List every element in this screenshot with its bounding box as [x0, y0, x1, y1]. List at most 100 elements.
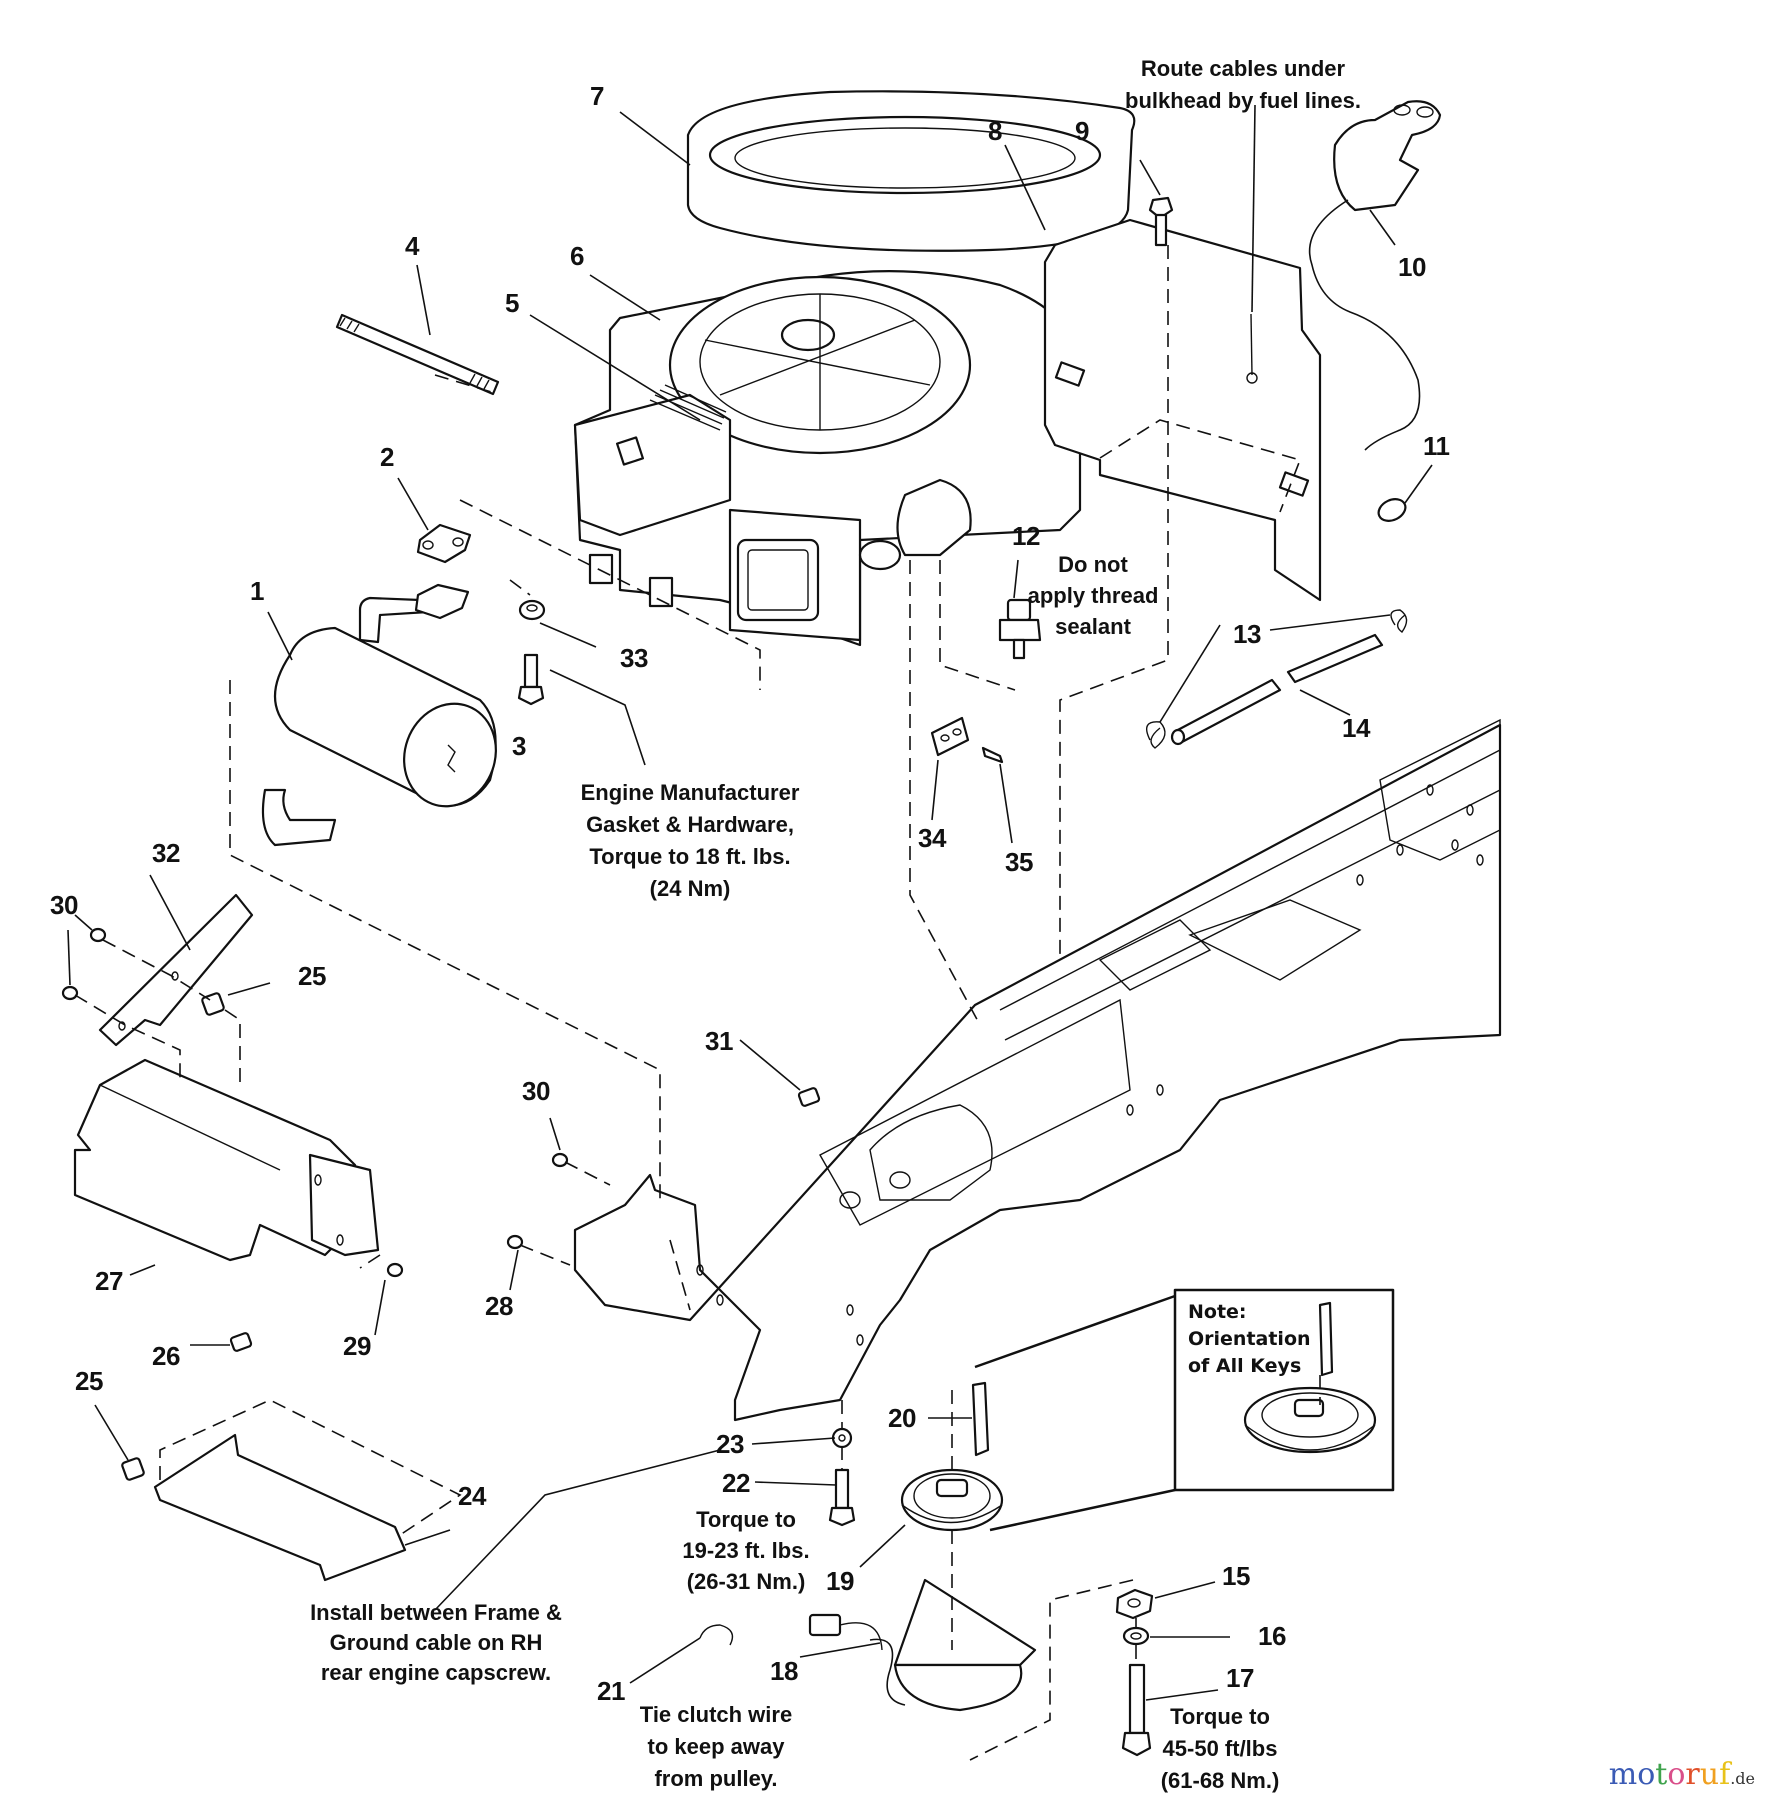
- callout-16: 16: [1258, 1621, 1286, 1651]
- hex-nut-part: [1115, 1588, 1154, 1620]
- bolt-part: [517, 653, 545, 706]
- svg-text:Install between Frame &: Install between Frame &: [310, 1600, 562, 1625]
- watermark-letter: o: [1667, 1757, 1686, 1792]
- fuel-line-part: [1146, 609, 1408, 749]
- watermark-letter: f: [1719, 1757, 1731, 1792]
- watermark-letter: u: [1699, 1757, 1720, 1792]
- note-engine-hardware: Engine Manufacturer Gasket & Hardware, T…: [581, 780, 800, 901]
- callout-31: 31: [705, 1026, 733, 1056]
- speed-nut-part: [121, 992, 821, 1481]
- svg-text:Torque to: Torque to: [696, 1507, 796, 1532]
- callout-24: 24: [458, 1481, 487, 1511]
- assembly-dashed-lines: [74, 245, 1321, 1761]
- flat-washer-part: [1122, 1626, 1150, 1646]
- svg-text:apply thread: apply thread: [1028, 583, 1159, 608]
- svg-text:Gasket & Hardware,: Gasket & Hardware,: [586, 812, 794, 837]
- svg-text:Do not: Do not: [1058, 552, 1128, 577]
- callout-25-top: 25: [298, 961, 326, 991]
- svg-text:(61-68 Nm.): (61-68 Nm.): [1161, 1768, 1280, 1793]
- svg-text:(26-31 Nm.): (26-31 Nm.): [687, 1569, 806, 1594]
- note-ground-cable: Install between Frame & Ground cable on …: [310, 1600, 562, 1685]
- gasket-part: [416, 523, 472, 564]
- svg-text:Tie clutch wire: Tie clutch wire: [640, 1702, 792, 1727]
- screw-part: [981, 746, 1004, 764]
- note-torque-22: Torque to 19-23 ft. lbs. (26-31 Nm.): [682, 1507, 809, 1594]
- note-keys-orientation: Note: Orientation of All Keys: [1188, 1301, 1311, 1377]
- callout-21: 21: [597, 1676, 625, 1706]
- lower-shield-part: [153, 1433, 407, 1582]
- callout-22: 22: [722, 1468, 750, 1498]
- svg-text:Route cables under: Route cables under: [1141, 56, 1346, 81]
- clutch-bolt-part: [828, 1468, 856, 1527]
- note-route-cables: Route cables under bulkhead by fuel line…: [1125, 56, 1361, 113]
- callout-5: 5: [505, 288, 519, 318]
- callout-9: 9: [1075, 116, 1089, 146]
- stud-part: [335, 313, 500, 396]
- bulkhead-part: [1043, 218, 1322, 602]
- watermark-letter: m: [1608, 1757, 1638, 1792]
- callout-20: 20: [888, 1403, 916, 1433]
- callout-28: 28: [485, 1291, 513, 1321]
- callout-10: 10: [1398, 252, 1426, 282]
- watermark-tld: .de: [1730, 1769, 1755, 1788]
- callout-3: 3: [512, 731, 526, 761]
- sensor-switch-part: [998, 598, 1042, 660]
- svg-text:Orientation: Orientation: [1188, 1328, 1311, 1350]
- svg-text:bulkhead by fuel lines.: bulkhead by fuel lines.: [1125, 88, 1361, 113]
- callout-4: 4: [405, 231, 420, 261]
- bracket-part: [98, 893, 254, 1047]
- callout-numbers: 1 2 3 4 5 6 7 8 9 10 11 12 13 14 15 16 1…: [50, 81, 1450, 1706]
- svg-text:Torque to: Torque to: [1170, 1704, 1270, 1729]
- callout-11: 11: [1423, 431, 1450, 461]
- muffler-part: [261, 583, 497, 847]
- wire-clip-part: [1377, 498, 1407, 522]
- lock-washer-part: [831, 1427, 853, 1449]
- callout-18: 18: [770, 1656, 798, 1686]
- cable-tie-part: [699, 1624, 734, 1646]
- callout-30-center: 30: [522, 1076, 550, 1106]
- callout-8: 8: [988, 116, 1002, 146]
- callout-2: 2: [380, 442, 394, 472]
- svg-text:Engine Manufacturer: Engine Manufacturer: [581, 780, 800, 805]
- svg-text:of All Keys: of All Keys: [1188, 1355, 1301, 1377]
- callout-33: 33: [620, 643, 648, 673]
- svg-text:19-23 ft. lbs.: 19-23 ft. lbs.: [682, 1538, 809, 1563]
- callout-17: 17: [1226, 1663, 1254, 1693]
- keys-orientation-note-box: [974, 1288, 1395, 1532]
- ignition-switch-part: [1308, 100, 1442, 451]
- watermark-letter: o: [1637, 1757, 1656, 1792]
- callout-19: 19: [826, 1566, 854, 1596]
- note-clutch-wire: Tie clutch wire to keep away from pulley…: [640, 1702, 792, 1791]
- air-cleaner-cover-part: [686, 90, 1136, 252]
- callout-30-left: 30: [50, 890, 78, 920]
- clutch-mount-bolt-part: [1121, 1663, 1152, 1757]
- callout-35: 35: [1005, 847, 1033, 877]
- leader-lines: [67, 104, 1433, 1701]
- watermark-letter: t: [1655, 1757, 1668, 1792]
- note-thread-sealant: Do not apply thread sealant: [1028, 552, 1159, 639]
- electric-clutch-part: [808, 1578, 1037, 1712]
- callout-6: 6: [570, 241, 584, 271]
- callout-12: 12: [1012, 521, 1040, 551]
- svg-text:from pulley.: from pulley.: [654, 1766, 777, 1791]
- svg-text:to keep away: to keep away: [648, 1734, 786, 1759]
- watermark-logo: motoruf.de: [1609, 1757, 1755, 1792]
- bulkhead-bolt-part: [1148, 196, 1174, 247]
- note-torque-17: Torque to 45-50 ft/lbs (61-68 Nm.): [1161, 1704, 1280, 1793]
- callout-27: 27: [95, 1266, 123, 1296]
- callout-23: 23: [716, 1429, 744, 1459]
- callout-26: 26: [152, 1341, 180, 1371]
- watermark-letter: r: [1685, 1757, 1700, 1792]
- svg-text:sealant: sealant: [1055, 614, 1131, 639]
- svg-text:Ground cable on RH: Ground cable on RH: [330, 1630, 543, 1655]
- callout-29: 29: [343, 1331, 371, 1361]
- heat-shield-part: [73, 1058, 380, 1262]
- key-part: [971, 1381, 990, 1457]
- svg-text:(24 Nm): (24 Nm): [650, 876, 731, 901]
- engine-part: [573, 270, 1082, 647]
- terminal-clip-part: [930, 716, 970, 757]
- svg-text:Torque to 18 ft. lbs.: Torque to 18 ft. lbs.: [589, 844, 790, 869]
- callout-7: 7: [590, 81, 604, 111]
- svg-text:rear engine capscrew.: rear engine capscrew.: [321, 1660, 551, 1685]
